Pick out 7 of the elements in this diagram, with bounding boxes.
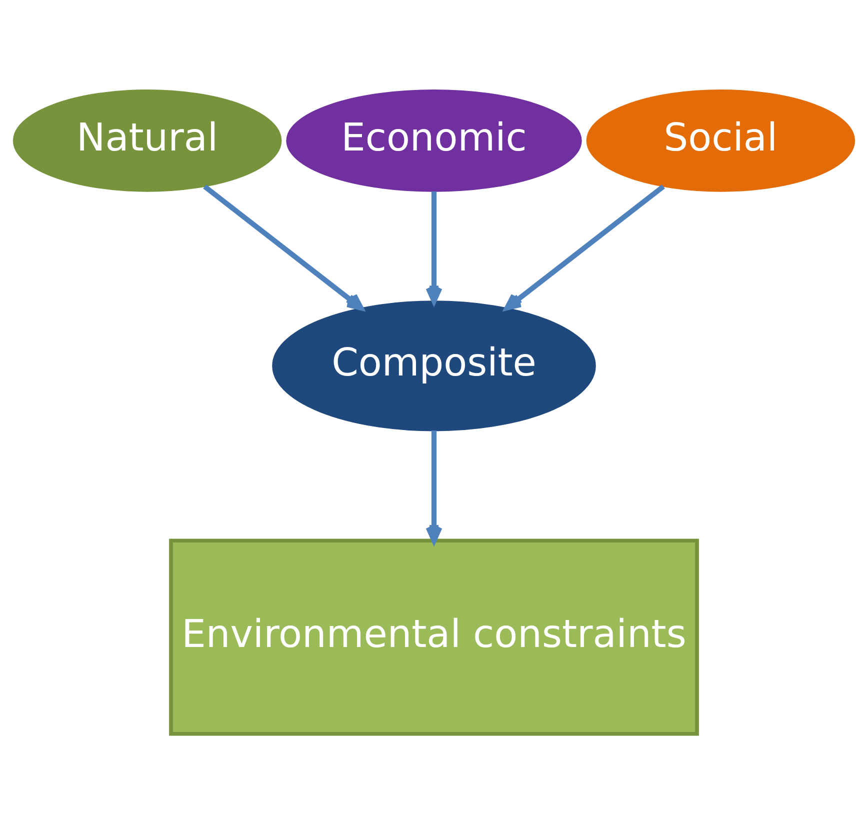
node-ellipse: Economic bbox=[286, 88, 582, 192]
node-ellipse: Natural bbox=[12, 88, 282, 192]
node-ellipse: Composite bbox=[272, 300, 596, 431]
arrow bbox=[203, 184, 364, 310]
node-ellipse: Social bbox=[586, 88, 856, 192]
node-box: Environmental constraints bbox=[169, 538, 699, 736]
arrow bbox=[504, 184, 665, 310]
